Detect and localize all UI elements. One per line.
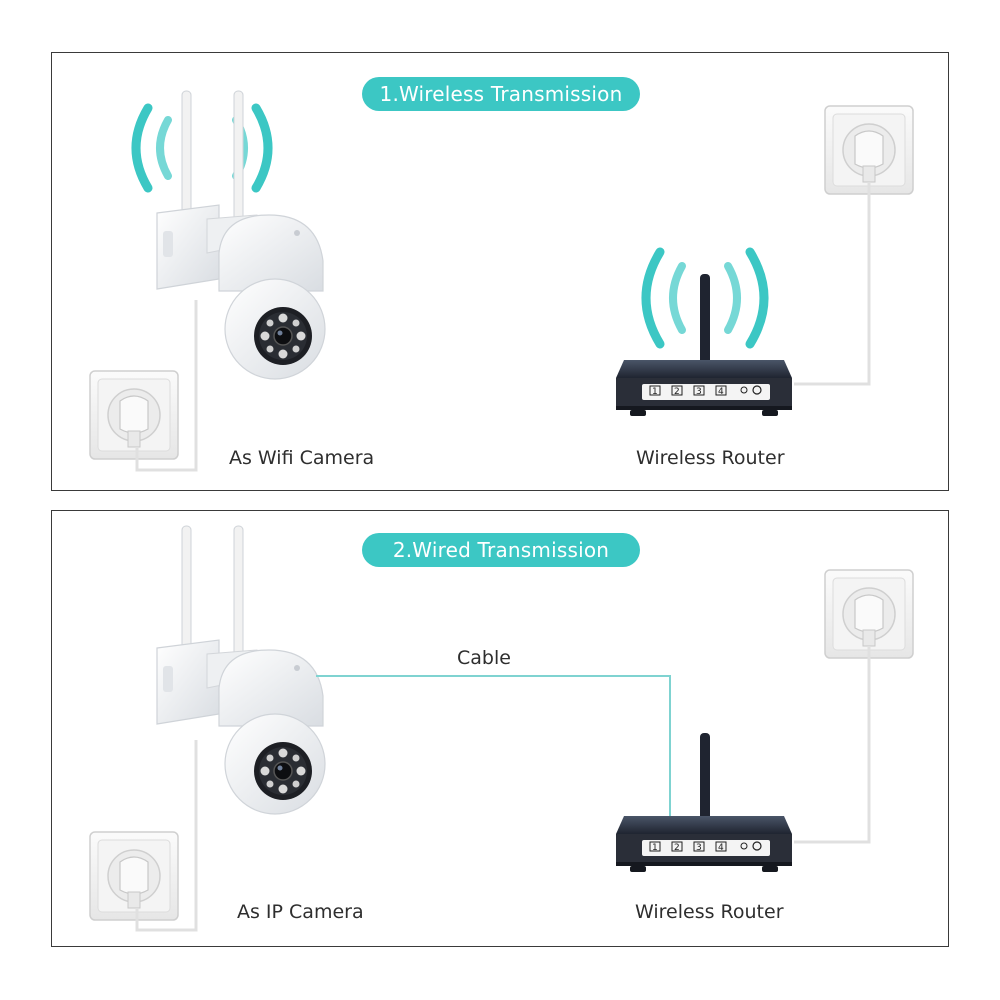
camera-power-cord-2 (135, 740, 198, 932)
ip-ptz-camera-icon (156, 525, 326, 815)
camera-power-outlet-icon (89, 370, 179, 460)
router-wifi-signal-icon (641, 247, 769, 349)
router1-port-1: 1 (652, 387, 658, 397)
cable-label: Cable (457, 647, 511, 669)
wireless-router-label-2: Wireless Router (635, 901, 784, 923)
router1-port-4: 4 (718, 387, 724, 397)
router2-port-4: 4 (718, 843, 724, 853)
router2-port-1: 1 (652, 843, 658, 853)
network-cable-line (316, 675, 671, 822)
wired-transmission-panel: 2.Wired Transmission Cable As IP Camera … (51, 510, 949, 947)
router-power-cord-2 (794, 646, 871, 844)
router2-port-3: 3 (696, 843, 702, 853)
router2-port-2: 2 (674, 843, 680, 853)
wireless-router-icon-2: 1 2 3 4 (616, 733, 792, 872)
section-title-wired: 2.Wired Transmission (362, 533, 640, 567)
router-power-outlet-icon-1 (824, 105, 914, 195)
wifi-camera-label: As Wifi Camera (229, 447, 375, 469)
wireless-router-label-1: Wireless Router (636, 447, 785, 469)
ip-camera-label: As IP Camera (237, 901, 364, 923)
router-power-cord-1 (794, 182, 871, 386)
camera-power-cord (135, 300, 198, 472)
router1-port-2: 2 (674, 387, 680, 397)
wifi-ptz-camera-icon (156, 90, 326, 380)
router1-port-3: 3 (696, 387, 702, 397)
camera-power-outlet-icon-2 (89, 831, 179, 921)
router-power-outlet-icon-2 (824, 569, 914, 659)
camera-wifi-signal-icon (131, 103, 273, 193)
section-title-wireless: 1.Wireless Transmission (362, 77, 640, 111)
wireless-router-icon-1: 1 2 3 4 (616, 274, 792, 416)
